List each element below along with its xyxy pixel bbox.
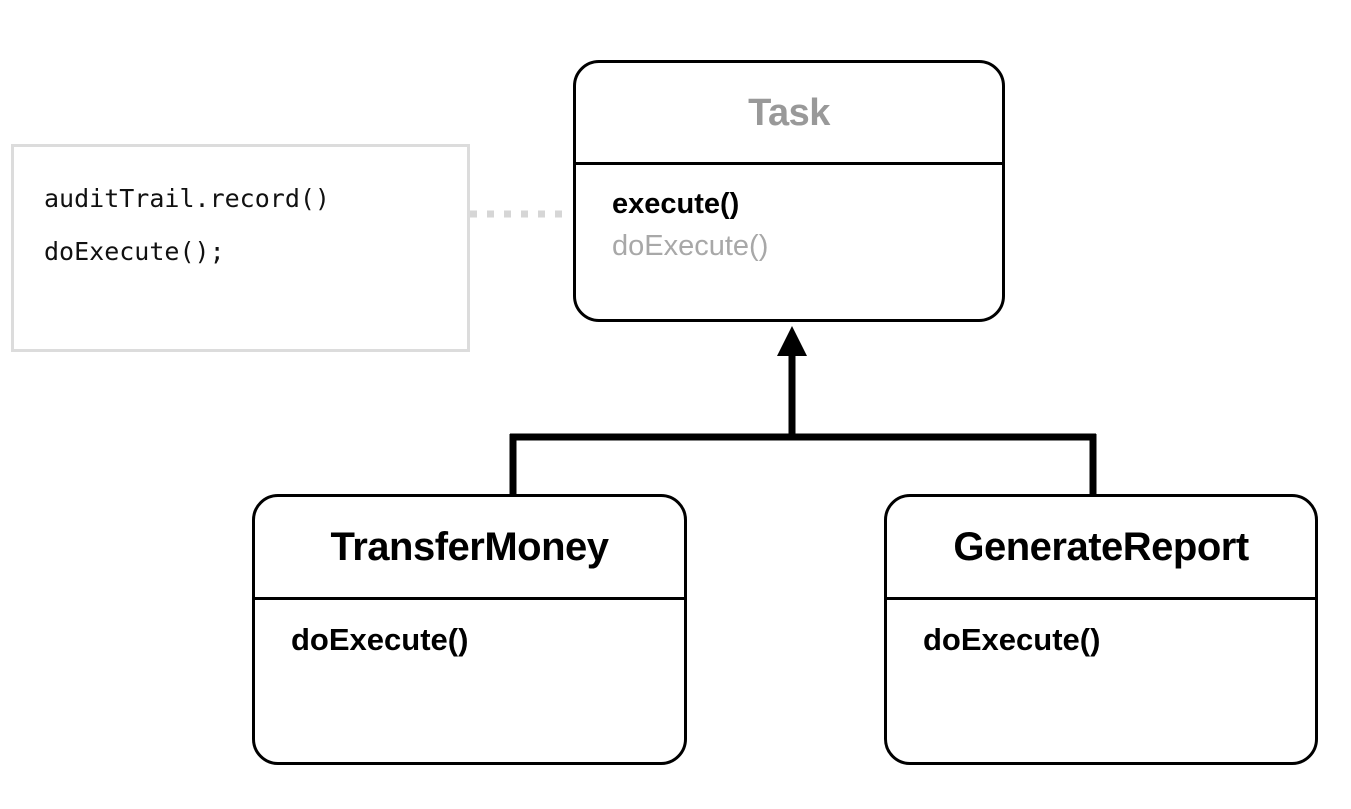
class-title-generatereport: GenerateReport: [953, 525, 1249, 569]
class-member-do-execute-abstract: doExecute(): [612, 230, 769, 263]
generalization-arrowhead-icon: [777, 326, 807, 356]
class-member-do-execute-transfermoney: doExecute(): [291, 622, 469, 657]
class-box-generatereport[interactable]: GenerateReport doExecute(): [884, 494, 1318, 765]
code-note-line-1: auditTrail.record(): [44, 184, 330, 213]
class-header-generatereport: GenerateReport: [887, 497, 1315, 600]
class-members-transfermoney: doExecute(): [255, 600, 684, 663]
code-note-line-2: doExecute();: [44, 236, 225, 266]
class-members-task: execute() doExecute(): [576, 165, 1002, 267]
class-box-task[interactable]: Task execute() doExecute(): [573, 60, 1005, 322]
class-header-task: Task: [576, 63, 1002, 165]
class-box-transfermoney[interactable]: TransferMoney doExecute(): [252, 494, 687, 765]
class-header-transfermoney: TransferMoney: [255, 497, 684, 600]
class-member-do-execute-generatereport: doExecute(): [923, 622, 1101, 657]
code-note-box: auditTrail.record() doExecute();: [11, 144, 470, 352]
class-member-execute: execute(): [612, 188, 740, 220]
class-members-generatereport: doExecute(): [887, 600, 1315, 663]
class-title-task: Task: [748, 91, 830, 134]
class-title-transfermoney: TransferMoney: [330, 525, 609, 569]
